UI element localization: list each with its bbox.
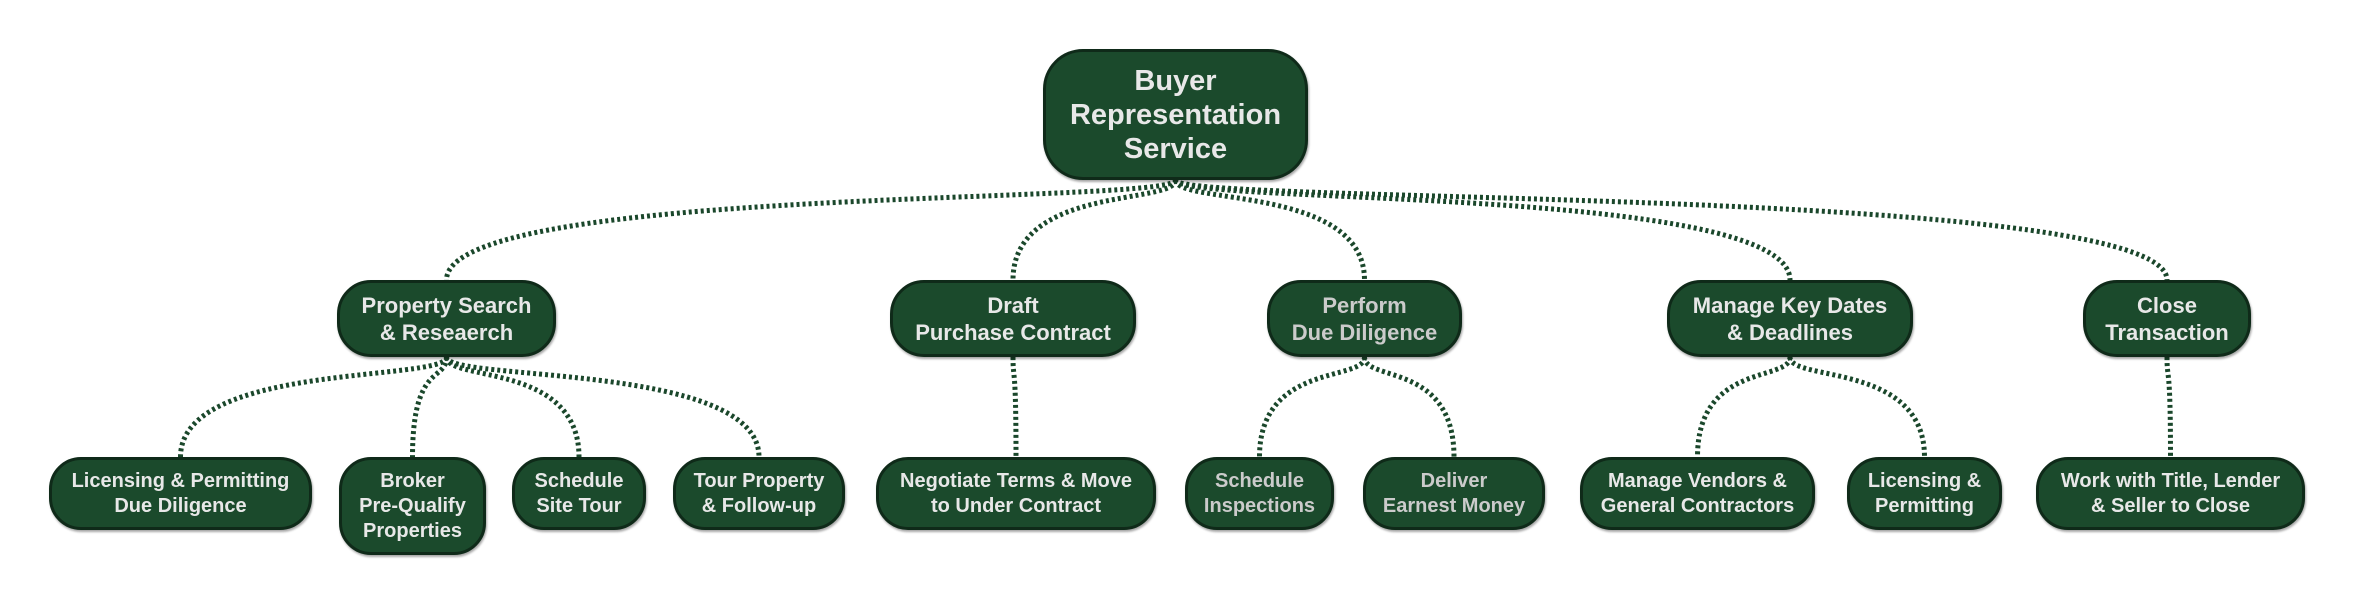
- node-schedule-site-tour[interactable]: Schedule Site Tour: [512, 457, 646, 530]
- node-broker-pre-qualify-properties[interactable]: Broker Pre-Qualify Properties: [339, 457, 486, 555]
- node-licensing-permitting-due-diligence[interactable]: Licensing & Permitting Due Diligence: [49, 457, 312, 530]
- node-tour-property-follow-up[interactable]: Tour Property & Follow-up: [673, 457, 845, 530]
- connector-root-to-perform-due-diligence: [1173, 179, 1367, 281]
- connector-property-search-to-licensing-permitting-due-diligence: [178, 355, 449, 458]
- node-label: Schedule Site Tour: [534, 469, 624, 517]
- connector-perform-due-diligence-to-schedule-inspections: [1257, 356, 1367, 458]
- connector-manage-key-dates-to-licensing-permitting: [1787, 356, 1927, 458]
- node-label: Close Transaction: [2105, 292, 2229, 345]
- node-label: Licensing & Permitting Due Diligence: [71, 469, 290, 517]
- connector-root-to-close-transaction: [1173, 177, 2170, 281]
- node-label: Negotiate Terms & Move to Under Contract: [900, 469, 1132, 517]
- node-label: Broker Pre-Qualify Properties: [359, 469, 466, 542]
- node-label: Property Search & Reseaerch: [361, 292, 532, 345]
- node-manage-key-dates[interactable]: Manage Key Dates & Deadlines: [1667, 280, 1913, 357]
- node-close-transaction[interactable]: Close Transaction: [2083, 280, 2251, 357]
- node-label: Work with Title, Lender & Seller to Clos…: [2060, 469, 2281, 517]
- node-manage-vendors[interactable]: Manage Vendors & General Contractors: [1580, 457, 1815, 530]
- node-schedule-inspections[interactable]: Schedule Inspections: [1185, 457, 1334, 530]
- connector-property-search-to-schedule-site-tour: [444, 356, 582, 458]
- node-label: Schedule Inspections: [1203, 469, 1316, 517]
- node-label: Manage Vendors & General Contractors: [1600, 469, 1795, 517]
- node-draft-purchase-contract[interactable]: Draft Purchase Contract: [890, 280, 1136, 357]
- node-label: Deliver Earnest Money: [1382, 469, 1526, 517]
- connector-root-to-draft-purchase-contract: [1010, 179, 1178, 281]
- node-work-with-title-lender-seller[interactable]: Work with Title, Lender & Seller to Clos…: [2036, 457, 2305, 530]
- node-label: Tour Property & Follow-up: [693, 469, 825, 517]
- connector-close-transaction-to-work-with-title: [2164, 356, 2173, 458]
- connector-root-to-property-search: [444, 177, 1178, 281]
- node-negotiate-terms[interactable]: Negotiate Terms & Move to Under Contract: [876, 457, 1156, 530]
- connector-perform-due-diligence-to-deliver-earnest-money: [1362, 356, 1457, 458]
- node-label: Draft Purchase Contract: [915, 292, 1111, 345]
- node-label: Buyer Representation Service: [1069, 64, 1282, 165]
- connector-property-search-to-broker-pre-qualify: [410, 356, 449, 458]
- node-label: Perform Due Diligence: [1291, 292, 1438, 345]
- node-perform-due-diligence[interactable]: Perform Due Diligence: [1267, 280, 1462, 357]
- connector-root-to-manage-key-dates: [1173, 177, 1793, 281]
- connector-manage-key-dates-to-manage-vendors: [1695, 356, 1793, 458]
- connector-property-search-to-tour-property: [444, 355, 762, 458]
- node-licensing-permitting[interactable]: Licensing & Permitting: [1847, 457, 2002, 530]
- node-property-search[interactable]: Property Search & Reseaerch: [337, 280, 556, 357]
- connector-draft-purchase-contract-to-negotiate-terms: [1010, 356, 1019, 458]
- node-deliver-earnest-money[interactable]: Deliver Earnest Money: [1363, 457, 1545, 530]
- node-label: Manage Key Dates & Deadlines: [1692, 292, 1888, 345]
- node-label: Licensing & Permitting: [1867, 469, 1982, 517]
- node-buyer-representation-service[interactable]: Buyer Representation Service: [1043, 49, 1308, 180]
